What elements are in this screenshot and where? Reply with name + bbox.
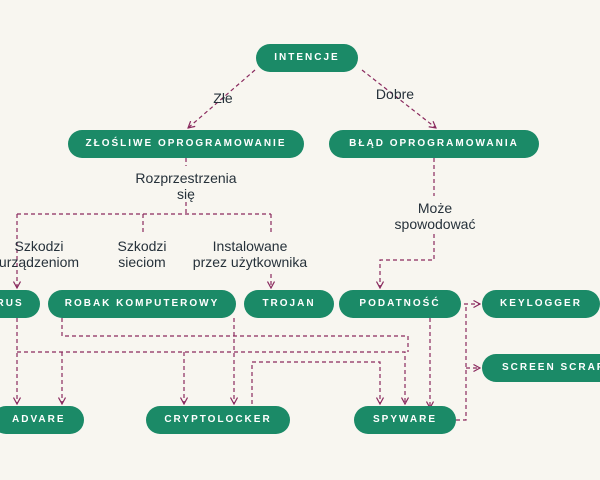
node-spyware[interactable]: SPYWARE <box>354 406 456 434</box>
label-moze-line1: Może <box>417 200 453 216</box>
label-szkodzi-urzadzeniom-line2: urządzeniom <box>0 254 80 270</box>
label-szkodzi-urzadzeniom-line1: Szkodzi <box>14 238 64 254</box>
node-blad-oprogramowania[interactable]: BŁĄD OPROGRAMOWANIA <box>329 130 539 158</box>
edge-wirus-spyware <box>17 351 405 404</box>
node-intencje[interactable]: INTENCJE <box>256 44 358 72</box>
label-rozprzestrzenia-line2: się <box>177 186 195 202</box>
node-screen-scraper[interactable]: SCREEN SCRAPER <box>482 354 600 382</box>
label-rozprzestrzenia-line1: Rozprzestrzenia <box>135 170 237 186</box>
node-advare[interactable]: ADVARE <box>0 406 84 434</box>
node-keylogger[interactable]: KEYLOGGER <box>482 290 600 318</box>
edge-intencje-zlosliwe <box>188 69 256 128</box>
node-cryptolocker[interactable]: CRYPTOLOCKER <box>146 406 290 434</box>
node-robak-komputerowy[interactable]: ROBAK KOMPUTEROWY <box>48 290 236 318</box>
label-szkodzi-sieciom-line1: Szkodzi <box>117 238 167 254</box>
edge-trojan-spyware <box>251 361 380 404</box>
edge-robak-crypto <box>61 318 409 352</box>
edge-blad-podatnosc <box>380 234 435 288</box>
edge-intencje-blad <box>361 69 436 128</box>
node-trojan[interactable]: TROJAN <box>244 290 334 318</box>
label-instalowane-line2: przez użytkownika <box>192 254 308 270</box>
label-instalowane-line1: Instalowane <box>212 238 288 254</box>
label-szkodzi-sieciom-line2: sieciom <box>118 254 166 270</box>
label-moze-line2: spowodować <box>394 216 476 232</box>
label-zle: Złe <box>213 90 233 106</box>
node-zlosliwe-oprogramowanie[interactable]: ZŁOŚLIWE OPROGRAMOWANIE <box>68 130 304 158</box>
label-dobre: Dobre <box>375 86 415 102</box>
edge-spyware-screen <box>456 304 467 421</box>
node-podatnosc[interactable]: PODATNOŚĆ <box>339 290 461 318</box>
node-wirus[interactable]: WIRUS <box>0 290 40 318</box>
